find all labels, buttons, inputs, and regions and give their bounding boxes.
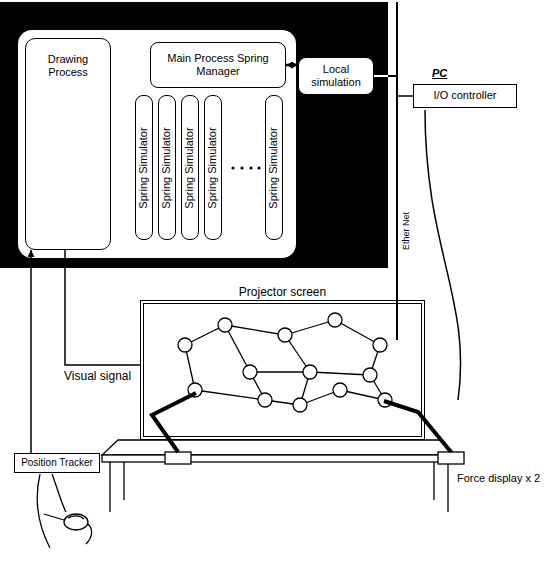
table-leg xyxy=(433,462,434,500)
glasses-lens xyxy=(64,514,88,530)
dot xyxy=(231,166,234,169)
head-profile xyxy=(52,474,66,512)
node-label: Drawing Process xyxy=(26,53,110,79)
glasses-arm xyxy=(44,514,64,520)
heading: Projector screen xyxy=(236,285,329,299)
node-label: Position Tracker xyxy=(18,457,96,469)
force-display-base xyxy=(165,452,191,464)
ethernet-tap xyxy=(397,95,413,97)
force-display-arm xyxy=(384,401,451,452)
mass xyxy=(178,338,192,352)
connector xyxy=(286,64,298,67)
spring-network xyxy=(185,320,385,405)
simulator-box: Spring Simulator xyxy=(204,95,222,240)
mass xyxy=(373,338,387,352)
mass xyxy=(243,365,257,379)
node-label: Spring Simulator xyxy=(267,127,280,208)
mass xyxy=(303,365,317,379)
io-cable xyxy=(425,110,461,400)
node-label: Spring Simulator xyxy=(206,127,219,208)
simulator-box: Spring Simulator xyxy=(265,95,283,240)
mass xyxy=(333,383,347,397)
table xyxy=(102,440,456,512)
process-panel xyxy=(18,30,296,258)
process-box: Local simulation xyxy=(298,57,374,95)
table-top xyxy=(102,440,456,455)
mass-points xyxy=(178,313,392,412)
ethernet-line xyxy=(396,2,398,340)
spring xyxy=(225,325,285,335)
ellipsis-dots xyxy=(231,166,260,169)
force-display-base xyxy=(438,452,464,464)
node-label: Spring Simulator xyxy=(137,127,150,208)
dot xyxy=(249,166,252,169)
dot xyxy=(257,166,260,169)
mass xyxy=(218,318,232,332)
projector-screen: Projector screen xyxy=(140,300,425,440)
heading: PC xyxy=(429,67,450,80)
spring xyxy=(335,320,380,345)
network-label: Ether Net xyxy=(401,212,411,250)
nose xyxy=(86,524,92,544)
process-box: Main Process Spring Manager xyxy=(150,42,286,88)
mass xyxy=(258,393,272,407)
mass xyxy=(293,398,307,412)
force-display xyxy=(152,393,464,464)
mass xyxy=(363,368,377,382)
node-label: Spring Simulator xyxy=(183,127,196,208)
spring xyxy=(310,372,370,375)
workstation-panel xyxy=(0,2,388,268)
node-label: Local simulation xyxy=(299,63,373,89)
connector xyxy=(65,250,140,365)
simulator-box: Spring Simulator xyxy=(181,95,199,240)
table-edge xyxy=(102,455,456,462)
user-head xyxy=(37,474,91,548)
table-leg xyxy=(109,462,110,512)
process-box: Drawing Process xyxy=(25,38,111,250)
force-display-arm xyxy=(152,393,196,452)
signal-label: Visual signal xyxy=(64,369,131,383)
simulator-box: Spring Simulator xyxy=(158,95,176,240)
device-label: Force display x 2 xyxy=(457,472,540,484)
device-box: PCI/O controller xyxy=(413,84,517,108)
device-box: Position Tracker xyxy=(14,453,100,473)
node-label: I/O controller xyxy=(431,89,500,102)
spring xyxy=(285,320,335,335)
node-label: Main Process Spring Manager xyxy=(151,52,285,78)
simulator-box: Spring Simulator xyxy=(135,95,153,240)
table-leg xyxy=(123,462,124,500)
dot xyxy=(240,166,243,169)
connector xyxy=(30,250,32,453)
node-label: Spring Simulator xyxy=(160,127,173,208)
mass xyxy=(278,328,292,342)
spring xyxy=(225,325,250,372)
ethernet-tap xyxy=(388,75,397,77)
spring xyxy=(250,371,310,372)
table-leg xyxy=(447,462,448,512)
eye xyxy=(68,516,84,519)
mass xyxy=(328,313,342,327)
head-profile xyxy=(37,474,50,548)
spring xyxy=(195,390,265,400)
